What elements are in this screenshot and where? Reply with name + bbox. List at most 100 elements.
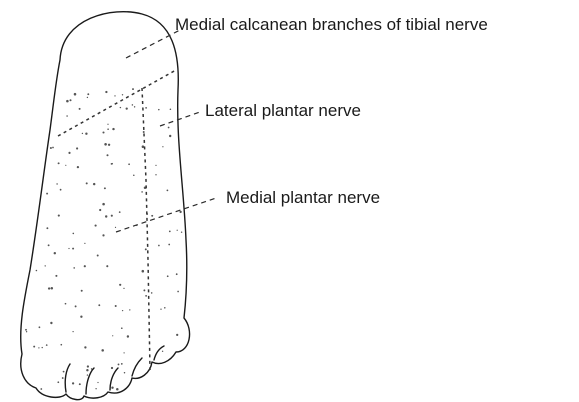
stipple-dot (65, 165, 66, 166)
stipple-dot (133, 174, 135, 176)
stipple-dot (87, 93, 89, 95)
stipple-dot (25, 329, 27, 331)
stipple-dot (60, 189, 62, 191)
stipple-dot (56, 183, 57, 184)
stipple-dot (85, 133, 87, 135)
stipple-dot (108, 144, 110, 146)
stipple-dot (72, 248, 74, 250)
stipple-dot (80, 316, 82, 318)
stipple-dot (66, 115, 68, 117)
stipple-dot (84, 265, 86, 267)
stipple-dot (65, 303, 67, 305)
stipple-dot (36, 270, 38, 272)
stipple-dot (84, 346, 86, 348)
stipple-dot (95, 388, 96, 389)
stipple-dot (119, 211, 121, 213)
stipple-dot (145, 295, 147, 297)
stipple-dot (155, 174, 156, 175)
stipple-dot (134, 106, 135, 107)
stipple-dot (151, 215, 153, 217)
label-medial-calcanean: Medial calcanean branches of tibial nerv… (175, 15, 488, 34)
stipple-dot (50, 147, 52, 149)
stipple-dot (107, 128, 109, 130)
stipple-dot (58, 162, 60, 164)
stipple-dot (38, 347, 39, 348)
stipple-dot (145, 107, 147, 109)
stipple-dot (98, 304, 100, 306)
stipple-dot (170, 108, 172, 110)
stipple-dot (105, 91, 107, 93)
stipple-dot (126, 107, 128, 109)
stipple-dot (160, 309, 161, 310)
stipple-dot (40, 388, 42, 390)
stipple-dot (179, 211, 181, 213)
stipple-dot (120, 107, 121, 108)
stipple-dot (60, 344, 62, 346)
stipple-dot (46, 193, 48, 195)
stipple-dot (118, 363, 120, 365)
stipple-dot (123, 352, 124, 353)
stipple-dot (104, 143, 107, 146)
stipple-dot (142, 270, 145, 273)
stipple-dot (177, 291, 179, 293)
toe-separation-3 (110, 368, 118, 390)
stipple-dot (68, 152, 70, 154)
stipple-dot (50, 322, 52, 324)
stipple-dot (84, 243, 85, 244)
stipple-dot (105, 215, 107, 217)
stipple-dot (111, 367, 113, 369)
stipple-dot (176, 273, 178, 275)
stipple-dot (106, 154, 108, 156)
stipple-dot (54, 252, 56, 254)
stipple-dot (82, 133, 83, 134)
stipple-dot (162, 351, 163, 352)
stipple-dot (127, 335, 129, 337)
stipple-dot (87, 374, 88, 375)
plantar-zone-boundary (142, 88, 150, 370)
stipple-dot (124, 372, 125, 373)
stipple-dot (104, 187, 106, 189)
stipple-dot (151, 292, 153, 294)
stipple-dot (119, 284, 121, 286)
stipple-dot (95, 225, 97, 227)
stipple-dot (72, 233, 74, 235)
heel-zone-boundary (58, 70, 176, 136)
stipple-dot (26, 331, 27, 332)
stipple-dot (87, 97, 88, 98)
label-medial-plantar: Medial plantar nerve (226, 188, 380, 207)
stipple-dot (164, 307, 166, 309)
stipple-dot (115, 305, 117, 307)
stipple-dot (111, 386, 113, 388)
stipple-dot (76, 147, 78, 149)
stipple-dot (79, 383, 81, 385)
stipple-dot (112, 335, 113, 336)
stipple-dot (116, 388, 119, 391)
stipple-dot (115, 227, 116, 228)
stipple-dot (181, 231, 182, 232)
stipple-dot (42, 347, 43, 348)
stipple-dot (111, 163, 113, 165)
stipple-dot (48, 244, 50, 246)
stipple-dot (176, 334, 178, 336)
stipple-dot (132, 104, 134, 106)
stipple-dot (86, 369, 88, 371)
stipple-dot (167, 275, 169, 277)
stipple-dot (101, 349, 104, 352)
stipple-dot (73, 267, 75, 269)
stipple-dot (48, 287, 50, 289)
stipple-dot (145, 248, 147, 250)
toe-separation-1 (65, 364, 70, 392)
stipple-dot (169, 231, 171, 233)
stipple-dot (74, 93, 77, 96)
stipple-dot (114, 95, 115, 96)
stipple-dot (169, 135, 171, 137)
stipple-dot (122, 310, 123, 311)
stipple-dot (168, 244, 170, 246)
stipple-dot (75, 305, 77, 307)
stipple-dot (102, 234, 104, 236)
stipple-dot (132, 88, 134, 90)
stipple-dot (121, 327, 123, 329)
stipple-dot (87, 365, 89, 367)
stipple-dot (99, 209, 101, 211)
